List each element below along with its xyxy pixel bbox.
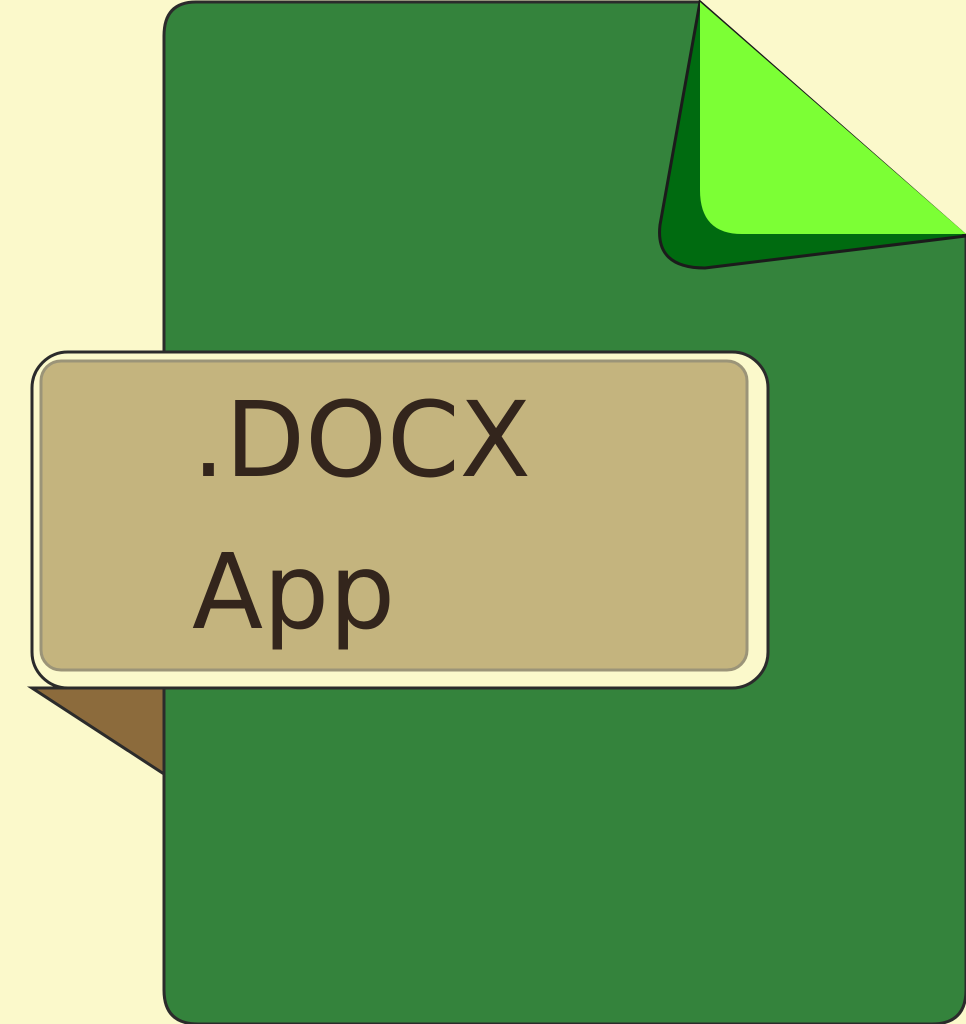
file-extension-label: .DOCX	[192, 379, 531, 501]
file-subtitle-label: App	[192, 531, 396, 653]
fold-light	[700, 2, 966, 234]
ribbon-tail	[26, 686, 166, 777]
label-inner	[39, 359, 749, 672]
